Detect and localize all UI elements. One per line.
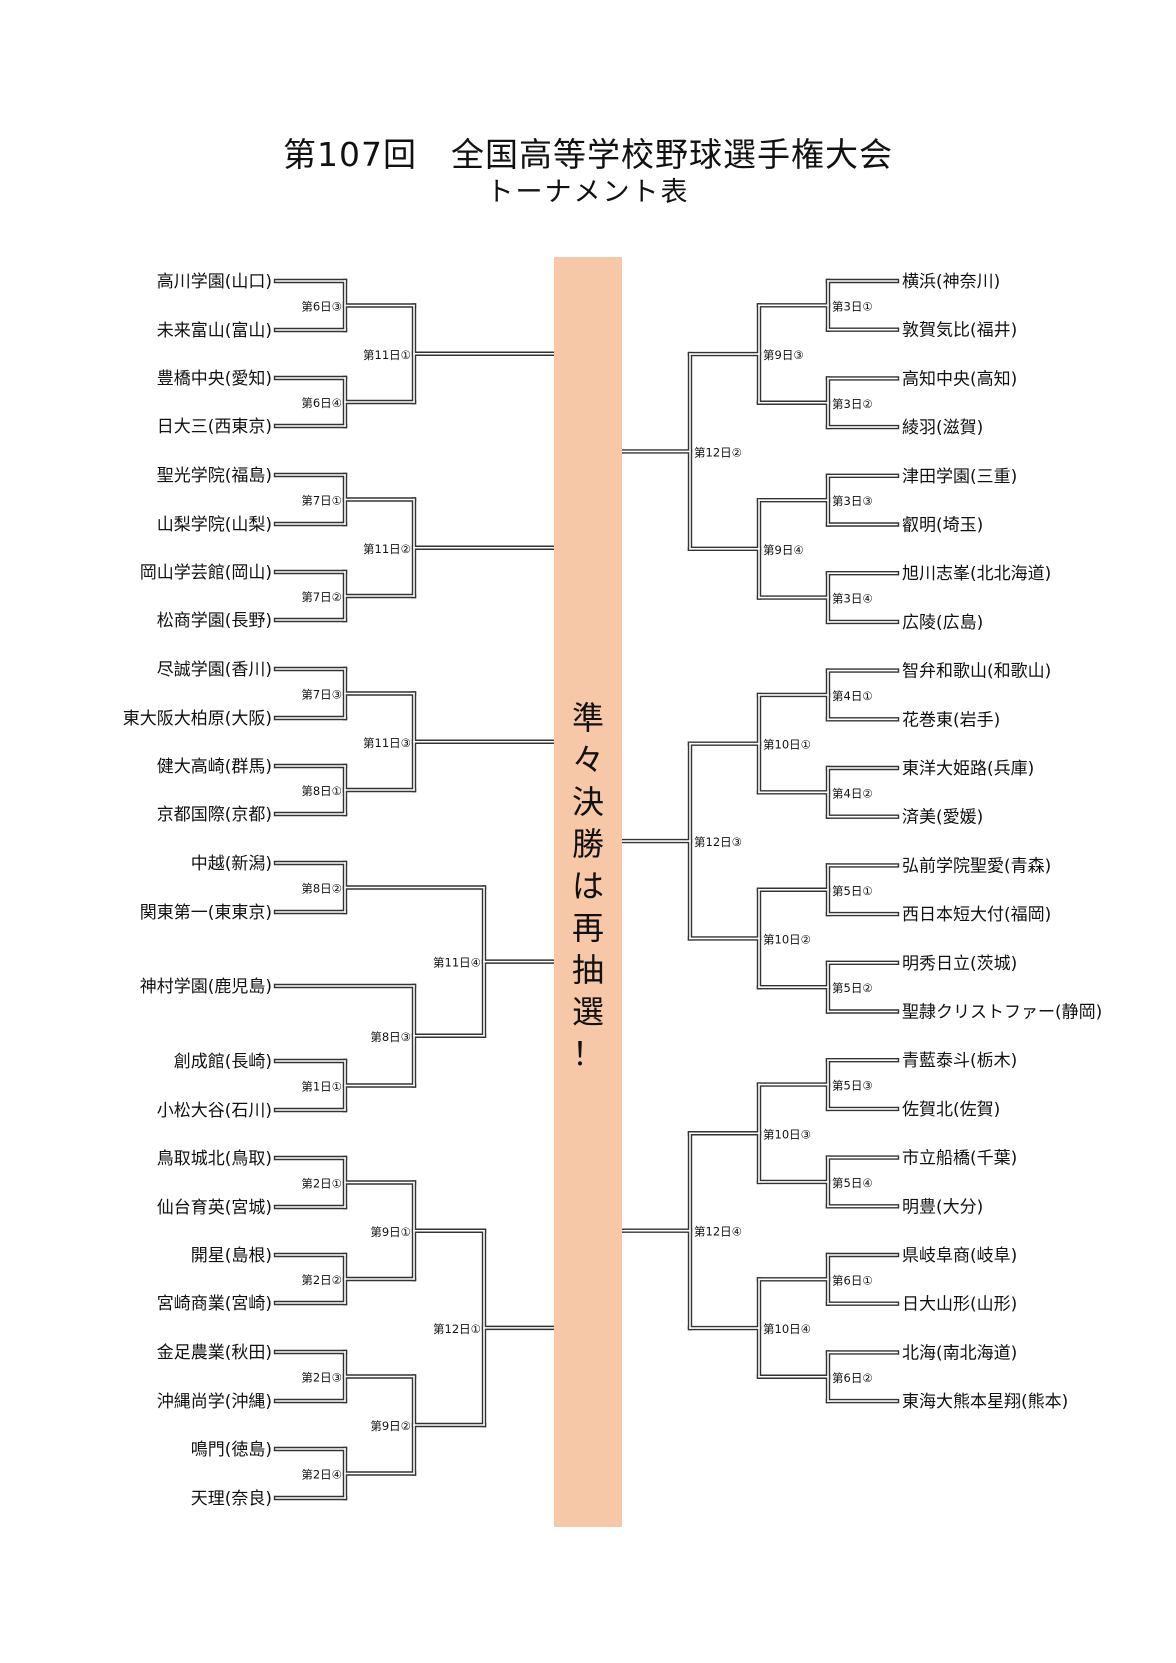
team-name-right: 敦賀気比(福井) <box>902 321 1017 341</box>
match-label-left: 第8日③ <box>370 1030 411 1044</box>
team-name-right: 明豊(大分) <box>902 1197 983 1217</box>
team-name-right: 花巻東(岩手) <box>902 710 1000 730</box>
team-name-left: 宮崎商業(宮崎) <box>157 1294 272 1314</box>
match-label-left: 第9日② <box>370 1419 411 1433</box>
match-label-left: 第2日④ <box>301 1468 342 1482</box>
team-name-left: 健大高崎(群馬) <box>157 757 272 777</box>
match-label-right: 第6日② <box>832 1371 873 1385</box>
team-name-right: 青藍泰斗(栃木) <box>902 1051 1017 1071</box>
match-label-right: 第12日④ <box>694 1225 742 1239</box>
team-name-right: 津田学園(三重) <box>902 467 1017 487</box>
team-name-left: 聖光学院(福島) <box>157 466 272 486</box>
match-label-right: 第5日① <box>832 884 873 898</box>
match-label-right: 第6日① <box>832 1273 873 1287</box>
match-label-right: 第10日③ <box>763 1127 811 1141</box>
match-label-right: 第9日④ <box>763 543 804 557</box>
team-name-right: 叡明(埼玉) <box>902 516 983 536</box>
team-name-left: 開星(島根) <box>191 1246 272 1266</box>
team-name-right: 市立船橋(千葉) <box>902 1149 1017 1169</box>
match-label-left: 第2日② <box>301 1273 342 1287</box>
team-name-right: 智弁和歌山(和歌山) <box>902 662 1051 682</box>
team-name-right: 佐賀北(佐賀) <box>902 1100 1000 1120</box>
match-label-right: 第3日③ <box>832 494 873 508</box>
match-label-right: 第12日③ <box>694 835 742 849</box>
center-banner-text: 準々決勝は再抽選！ <box>571 699 604 1073</box>
page-title: 第107回 全国高等学校野球選手権大会 <box>283 135 893 174</box>
team-name-left: 小松大谷(石川) <box>157 1101 272 1121</box>
team-name-left: 山梨学院(山梨) <box>157 515 272 535</box>
match-label-left: 第2日① <box>301 1177 342 1191</box>
match-label-right: 第3日④ <box>832 592 873 606</box>
match-label-right: 第3日② <box>832 397 873 411</box>
page-subtitle: トーナメント表 <box>486 177 690 208</box>
team-name-right: 高知中央(高知) <box>902 369 1017 389</box>
match-label-left: 第9日① <box>370 1225 411 1239</box>
team-name-left: 未来富山(富山) <box>157 321 272 341</box>
team-name-left: 岡山学芸館(岡山) <box>140 563 272 583</box>
team-name-right: 広陵(広島) <box>902 613 983 633</box>
match-label-left: 第2日③ <box>301 1371 342 1385</box>
team-name-left: 尽誠学園(香川) <box>157 660 272 680</box>
match-label-left: 第11日④ <box>433 956 481 970</box>
match-label-right: 第4日② <box>832 786 873 800</box>
match-label-right: 第10日④ <box>763 1322 811 1336</box>
team-name-left: 松商学園(長野) <box>157 611 272 631</box>
team-name-right: 東洋大姫路(兵庫) <box>902 759 1034 779</box>
match-label-left: 第1日① <box>301 1080 342 1094</box>
team-name-left: 京都国際(京都) <box>157 805 272 825</box>
match-label-right: 第10日② <box>763 932 811 946</box>
team-name-left: 東大阪大柏原(大阪) <box>123 709 272 729</box>
team-name-left: 中越(新潟) <box>191 854 272 874</box>
team-name-left: 高川学園(山口) <box>157 272 272 292</box>
match-label-right: 第3日① <box>832 299 873 313</box>
match-label-left: 第11日③ <box>363 736 411 750</box>
match-label-left: 第11日① <box>363 348 411 362</box>
team-name-left: 関東第一(東東京) <box>140 903 272 923</box>
match-label-right: 第10日① <box>763 738 811 752</box>
team-name-left: 鳴門(徳島) <box>191 1440 272 1460</box>
team-name-left: 創成館(長崎) <box>174 1052 272 1072</box>
team-name-left: 仙台育英(宮城) <box>157 1198 272 1218</box>
team-name-left: 豊橋中央(愛知) <box>157 369 272 389</box>
team-name-left: 金足農業(秋田) <box>157 1343 272 1363</box>
match-label-right: 第12日② <box>694 445 742 459</box>
team-name-right: 明秀日立(茨城) <box>902 954 1017 974</box>
match-label-left: 第7日③ <box>301 688 342 702</box>
match-label-left: 第8日① <box>301 784 342 798</box>
team-name-right: 済美(愛媛) <box>902 808 983 828</box>
match-label-right: 第5日④ <box>832 1176 873 1190</box>
match-label-right: 第5日③ <box>832 1079 873 1093</box>
match-label-left: 第6日④ <box>301 396 342 410</box>
team-name-right: 日大山形(山形) <box>902 1295 1017 1315</box>
team-name-right: 聖隷クリストファー(静岡) <box>902 1003 1102 1023</box>
team-name-left: 沖縄尚学(沖縄) <box>157 1392 272 1412</box>
match-label-right: 第4日① <box>832 689 873 703</box>
team-name-right: 東海大熊本星翔(熊本) <box>902 1392 1068 1412</box>
team-name-left: 神村学園(鹿児島) <box>140 977 272 997</box>
team-name-left: 日大三(西東京) <box>157 417 272 437</box>
team-name-right: 県岐阜商(岐阜) <box>902 1246 1017 1266</box>
match-label-right: 第5日② <box>832 981 873 995</box>
match-label-left: 第12日① <box>433 1322 481 1336</box>
match-label-left: 第11日② <box>363 542 411 556</box>
team-name-right: 横浜(神奈川) <box>902 272 1000 292</box>
team-name-right: 綾羽(滋賀) <box>902 418 983 438</box>
team-name-right: 弘前学院聖愛(青森) <box>902 856 1051 876</box>
match-label-right: 第9日③ <box>763 348 804 362</box>
match-label-left: 第6日③ <box>301 300 342 314</box>
match-label-left: 第8日② <box>301 882 342 896</box>
match-label-left: 第7日① <box>301 494 342 508</box>
team-name-left: 天理(奈良) <box>191 1489 272 1509</box>
team-name-right: 北海(南北海道) <box>902 1343 1017 1363</box>
team-name-left: 鳥取城北(鳥取) <box>157 1149 272 1169</box>
team-name-right: 西日本短大付(福岡) <box>902 905 1051 925</box>
center-banner: 準々決勝は再抽選！ <box>554 257 622 1527</box>
match-label-left: 第7日② <box>301 590 342 604</box>
team-name-right: 旭川志峯(北北海道) <box>902 564 1051 584</box>
